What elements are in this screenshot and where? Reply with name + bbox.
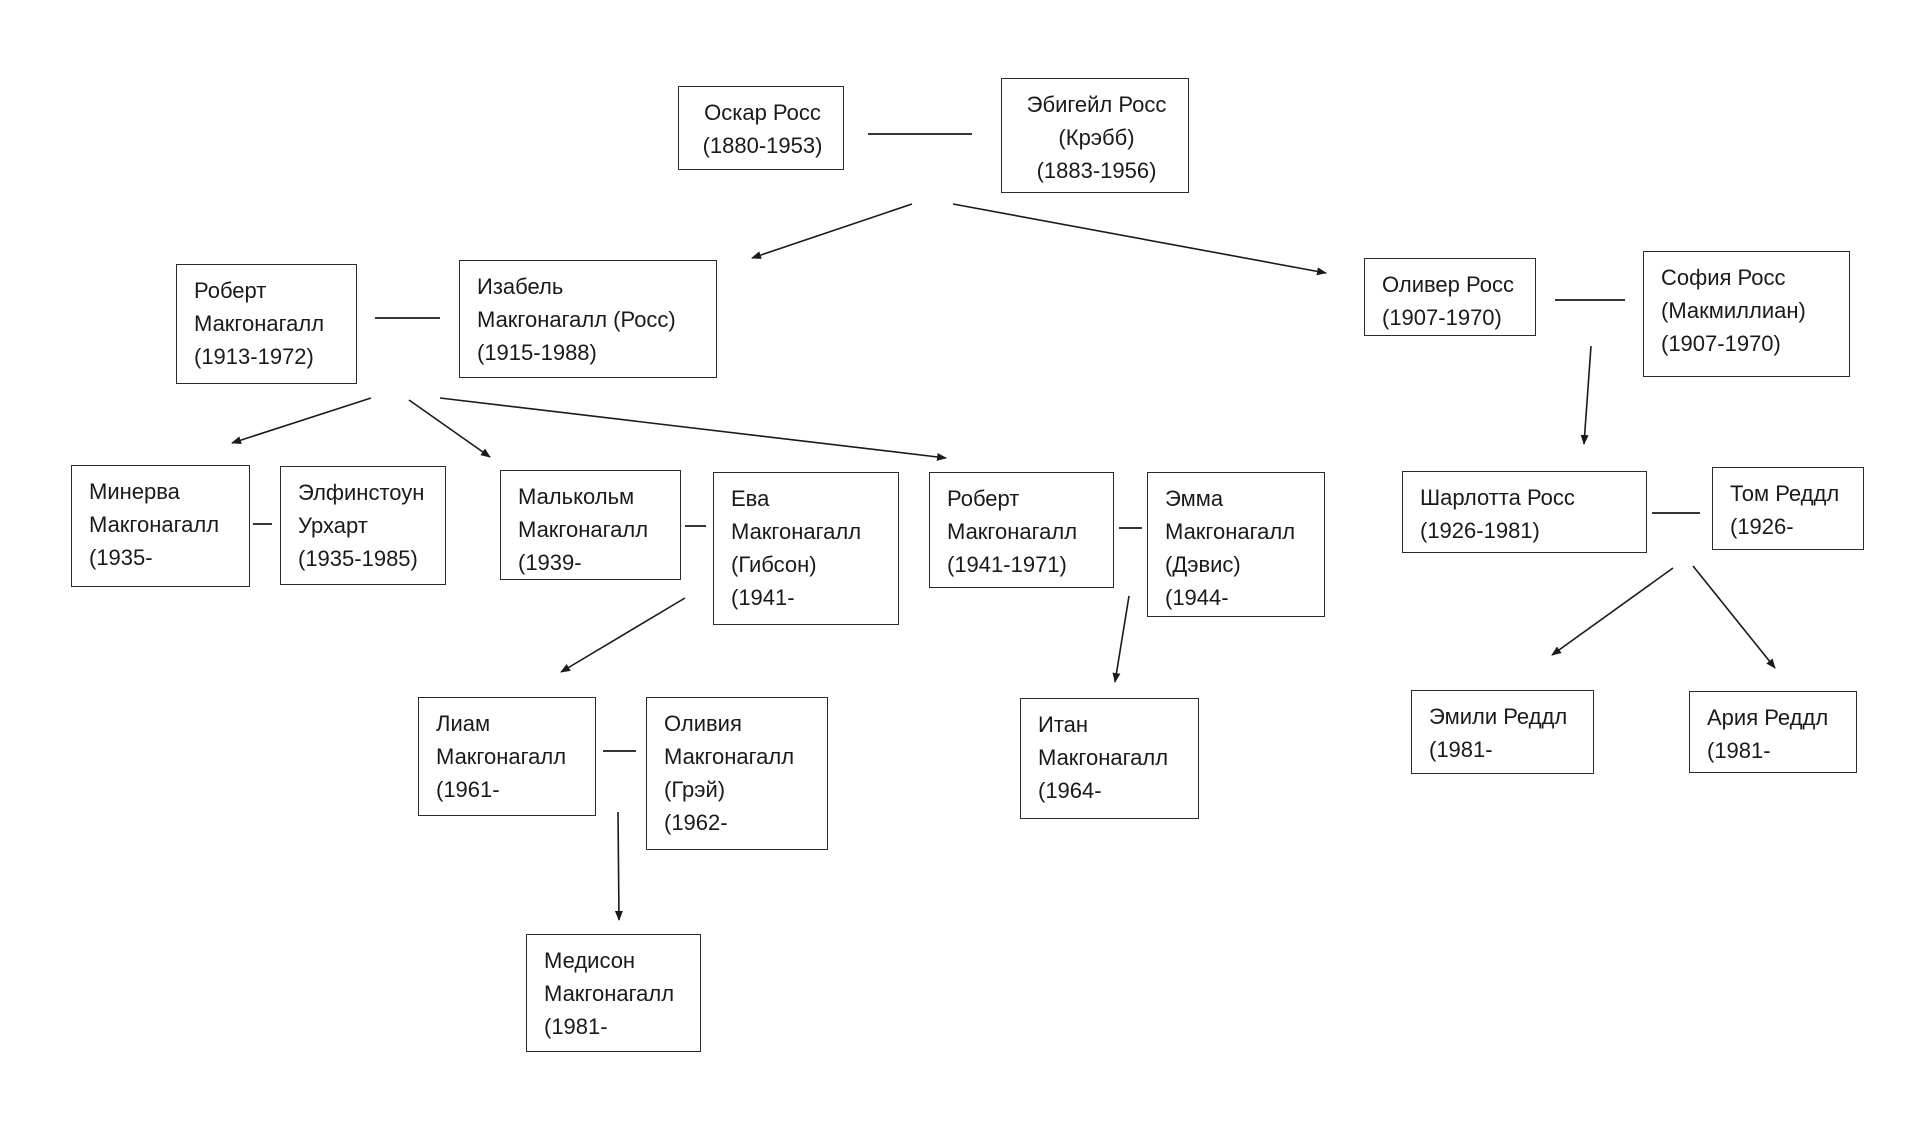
person-line: (Грэй) (664, 777, 726, 802)
person-line: (1935-1985) (298, 546, 418, 571)
person-tom-riddle: Том Реддл (1926- (1712, 467, 1864, 550)
descent-arrow-to-charlotte (1580, 345, 1592, 445)
person-line: (Гибсон) (731, 552, 817, 577)
person-sofia-ross: София Росс (Макмиллиан) (1907-1970) (1643, 251, 1850, 377)
person-line: Макгонагалл (1165, 519, 1296, 544)
person-line: Итан (1038, 712, 1089, 737)
person-line: Урхарт (298, 513, 368, 538)
person-line: (1883-1956) (1036, 158, 1157, 183)
person-line: (1880-1953) (702, 133, 823, 158)
person-line: (Крэбб) (1058, 125, 1135, 150)
person-malcolm-mcgonagall: Малькольм Макгонагалл (1939- (500, 470, 681, 580)
descent-arrow-to-aria (1692, 565, 1776, 669)
descent-arrow-to-minerva (231, 397, 372, 445)
person-line: Оливия (664, 711, 742, 736)
person-line: (1935- (89, 545, 153, 570)
person-line: (1962- (664, 810, 728, 835)
person-line: Макгонагалл (947, 519, 1078, 544)
person-line: Макгонагалл (731, 519, 862, 544)
person-oskar-ross: Оскар Росс (1880-1953) (678, 86, 844, 170)
person-line: (1941-1971) (947, 552, 1067, 577)
person-line: Малькольм (518, 484, 635, 509)
person-robert-mcgonagall-jr: Роберт Макгонагалл (1941-1971) (929, 472, 1114, 588)
person-line: Том Реддл (1730, 481, 1840, 506)
person-line: (1981- (1707, 738, 1771, 763)
person-line: Эмма (1165, 486, 1224, 511)
person-madison-mcgonagall: Медисон Макгонагалл (1981- (526, 934, 701, 1052)
descent-arrow-to-madison (614, 811, 623, 921)
person-minerva-mcgonagall: Минерва Макгонагалл (1935- (71, 465, 250, 587)
person-line: (1939- (518, 550, 582, 575)
person-line: Лиам (436, 711, 491, 736)
person-line: Эбигейл Росс (1026, 92, 1167, 117)
descent-arrow-to-liam (560, 597, 686, 673)
person-line: (1926- (1730, 514, 1794, 539)
person-line: Минерва (89, 479, 180, 504)
person-line: (1907-1970) (1661, 331, 1781, 356)
descent-arrow-to-malcolm (408, 399, 491, 458)
person-line: (1944- (1165, 585, 1229, 610)
person-line: (1961- (436, 777, 500, 802)
person-line: (1915-1988) (477, 340, 597, 365)
descent-arrow-to-robert-jr (439, 397, 947, 461)
person-line: (1907-1970) (1382, 305, 1502, 330)
person-liam-mcgonagall: Лиам Макгонагалл (1961- (418, 697, 596, 816)
person-line: Ария Реддл (1707, 705, 1829, 730)
person-aria-riddle: Ария Реддл (1981- (1689, 691, 1857, 773)
person-line: Макгонагалл (518, 517, 649, 542)
person-line: Роберт (947, 486, 1020, 511)
person-eva-mcgonagall: Ева Макгонагалл (Гибсон) (1941- (713, 472, 899, 625)
person-line: Макгонагалл (436, 744, 567, 769)
descent-arrow-to-emily (1551, 567, 1674, 656)
person-line: (Дэвис) (1165, 552, 1241, 577)
person-line: Роберт (194, 278, 267, 303)
person-line: Макгонагалл (Росс) (477, 307, 676, 332)
person-line: (1913-1972) (194, 344, 314, 369)
person-line: Медисон (544, 948, 636, 973)
person-line: Эмили Реддл (1429, 704, 1568, 729)
person-line: (1926-1981) (1420, 518, 1540, 543)
person-line: Элфинстоун (298, 480, 425, 505)
person-line: Макгонагалл (664, 744, 795, 769)
person-line: (1981- (544, 1014, 608, 1039)
person-robert-mcgonagall-sr: Роберт Макгонагалл (1913-1972) (176, 264, 357, 384)
person-line: Оскар Росс (704, 100, 821, 125)
person-line: Макгонагалл (89, 512, 220, 537)
person-line: Шарлотта Росс (1420, 485, 1575, 510)
person-line: (Макмиллиан) (1661, 298, 1806, 323)
person-ethan-mcgonagall: Итан Макгонагалл (1964- (1020, 698, 1199, 819)
person-line: Ева (731, 486, 770, 511)
descent-arrow-to-oliver (952, 203, 1327, 276)
descent-arrow-to-isabel (751, 203, 913, 259)
person-line: Макгонагалл (1038, 745, 1169, 770)
descent-arrow-to-ethan (1112, 595, 1130, 683)
person-line: Оливер Росс (1382, 272, 1514, 297)
person-line: (1964- (1038, 778, 1102, 803)
person-line: Изабель (477, 274, 564, 299)
person-oliver-ross: Оливер Росс (1907-1970) (1364, 258, 1536, 336)
person-charlotte-ross: Шарлотта Росс (1926-1981) (1402, 471, 1647, 553)
person-emma-mcgonagall: Эмма Макгонагалл (Дэвис) (1944- (1147, 472, 1325, 617)
person-line: Макгонагалл (544, 981, 675, 1006)
person-line: (1981- (1429, 737, 1493, 762)
person-isabel-mcgonagall: Изабель Макгонагалл (Росс) (1915-1988) (459, 260, 717, 378)
person-line: София Росс (1661, 265, 1786, 290)
person-line: (1941- (731, 585, 795, 610)
person-elphinstone-urquart: Элфинстоун Урхарт (1935-1985) (280, 466, 446, 585)
person-olivia-mcgonagall: Оливия Макгонагалл (Грэй) (1962- (646, 697, 828, 850)
person-line: Макгонагалл (194, 311, 325, 336)
person-abigail-ross: Эбигейл Росс (Крэбб) (1883-1956) (1001, 78, 1189, 193)
person-emily-riddle: Эмили Реддл (1981- (1411, 690, 1594, 774)
